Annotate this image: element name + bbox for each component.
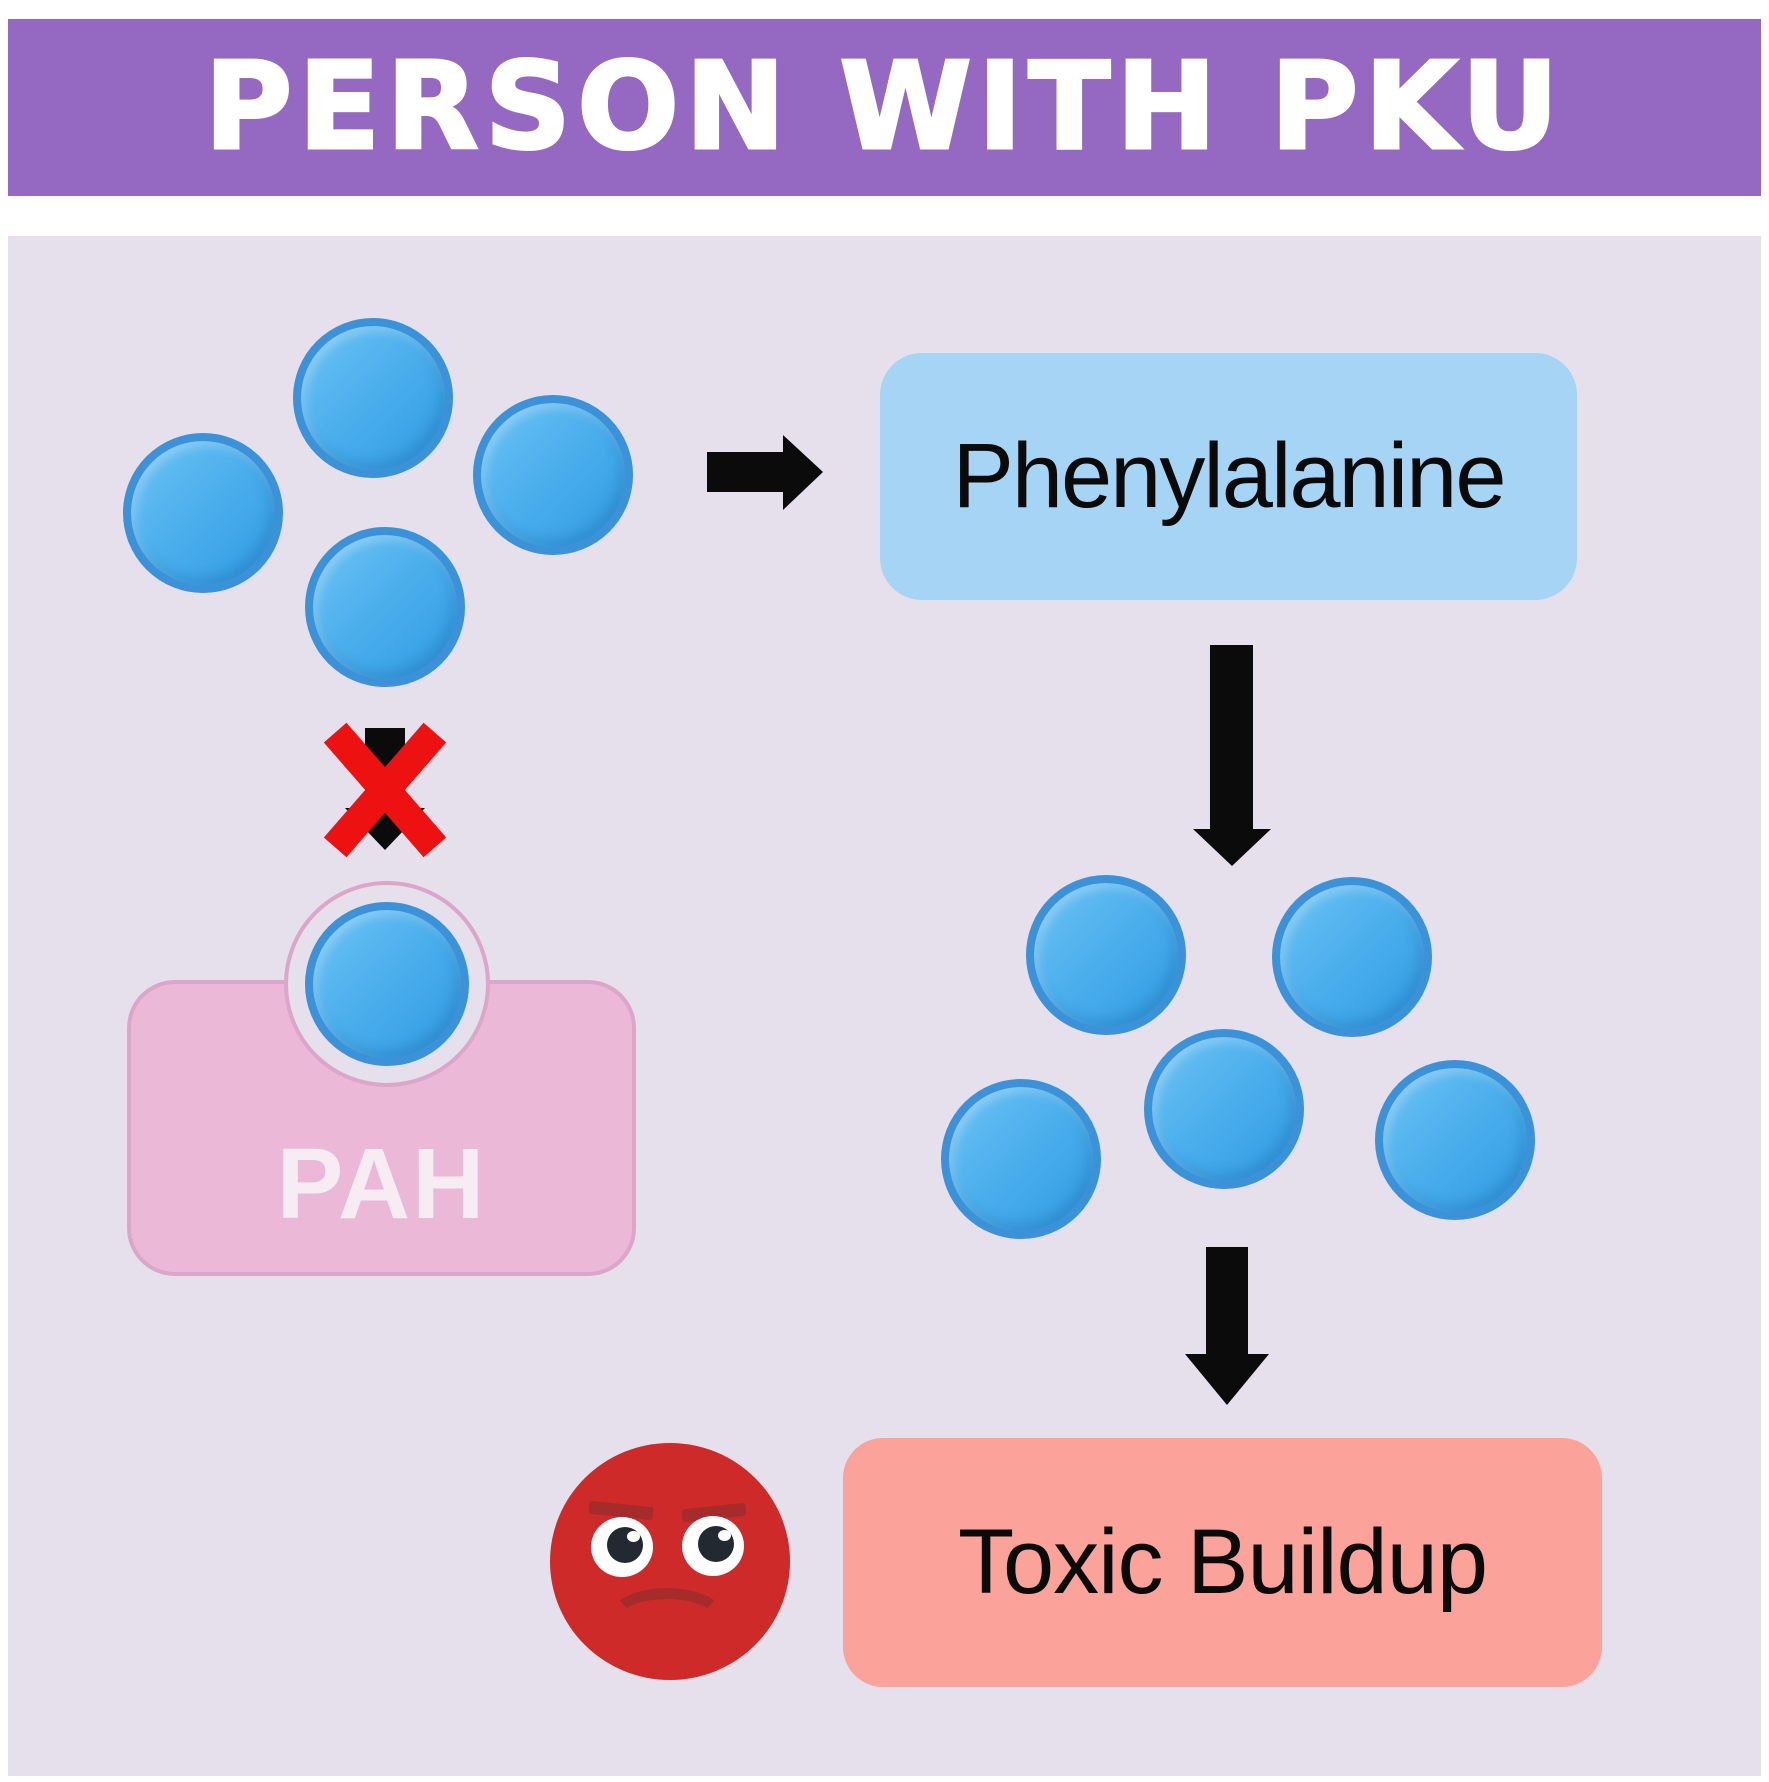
toxic-buildup-box: Toxic Buildup bbox=[843, 1438, 1602, 1687]
sad-face-icon bbox=[550, 1443, 790, 1680]
page-title: PERSON WITH PKU bbox=[203, 37, 1565, 179]
phenylalanine-box: Phenylalanine bbox=[880, 353, 1577, 600]
frown-mouth bbox=[607, 1588, 727, 1652]
arrow-shaft bbox=[1210, 645, 1253, 831]
pah-label: PAH bbox=[276, 1128, 487, 1240]
molecule-circle bbox=[473, 395, 633, 555]
down-arrow-icon bbox=[1185, 1247, 1269, 1405]
right-arrow-icon bbox=[707, 435, 823, 510]
molecule-circle bbox=[1272, 877, 1432, 1037]
arrow-shaft bbox=[707, 452, 785, 492]
molecule-circle bbox=[305, 527, 465, 687]
molecule-circle bbox=[1144, 1029, 1304, 1189]
down-arrow-icon bbox=[1193, 645, 1271, 866]
toxic-buildup-label: Toxic Buildup bbox=[957, 1511, 1488, 1613]
molecule-circle bbox=[941, 1079, 1101, 1239]
molecule-circle bbox=[123, 433, 283, 593]
arrow-shaft bbox=[1206, 1247, 1248, 1356]
arrow-head bbox=[1193, 829, 1271, 866]
header-banner: PERSON WITH PKU bbox=[8, 19, 1761, 196]
phenylalanine-label: Phenylalanine bbox=[952, 425, 1506, 527]
molecule-circle bbox=[293, 318, 453, 478]
molecule-circle bbox=[1026, 875, 1186, 1035]
arrow-head bbox=[783, 435, 823, 510]
arrow-head bbox=[1185, 1354, 1269, 1405]
blocked-x-icon bbox=[323, 722, 447, 858]
molecule-circle bbox=[305, 902, 469, 1066]
eye-highlight bbox=[627, 1531, 640, 1542]
molecule-circle bbox=[1375, 1060, 1535, 1220]
eye-highlight bbox=[718, 1530, 731, 1541]
